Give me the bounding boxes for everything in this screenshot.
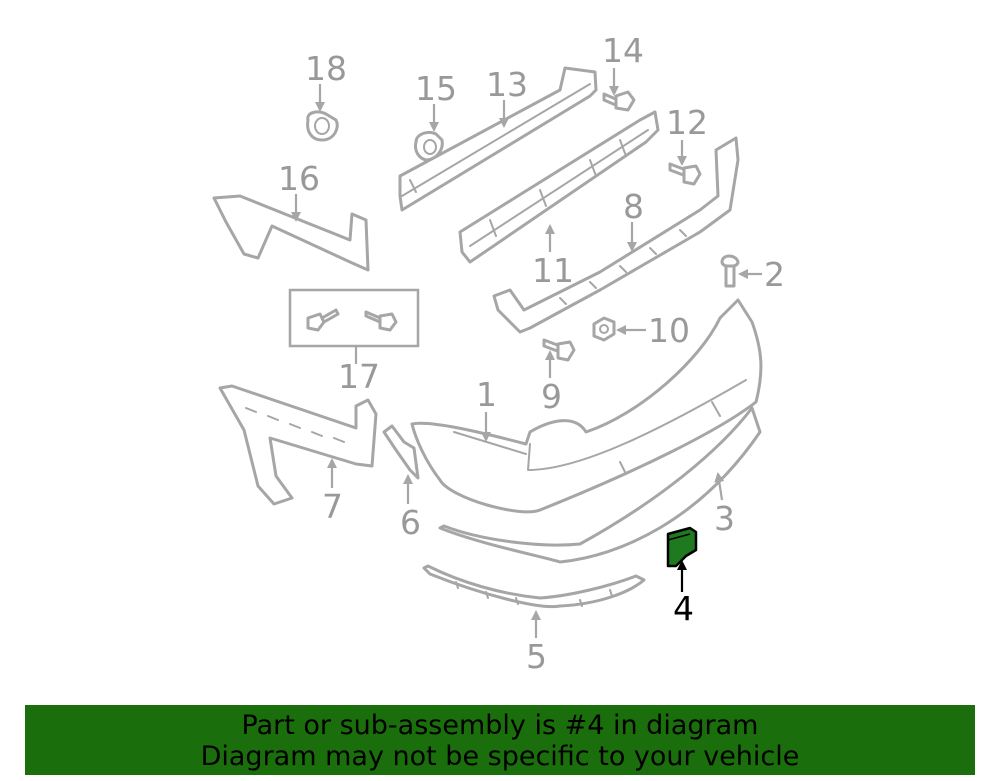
callout-14: 14 xyxy=(602,31,644,70)
part-1-bumper-cover xyxy=(410,298,763,514)
part-4-highlighted[interactable] xyxy=(666,526,698,568)
callout-11: 11 xyxy=(532,251,574,290)
part-9-bolt xyxy=(542,338,576,362)
callout-17: 17 xyxy=(338,357,380,396)
callout-labels: 18 15 13 14 12 16 8 11 2 10 9 17 1 7 6 3… xyxy=(278,31,785,676)
part-3-lower-valance xyxy=(438,406,762,564)
part-13-impact-bar xyxy=(398,66,598,212)
part-2-clip xyxy=(720,254,740,288)
callout-13: 13 xyxy=(486,65,528,104)
part-6-bracket xyxy=(382,424,420,480)
part-11-energy-absorber xyxy=(458,110,660,264)
callout-6: 6 xyxy=(400,503,421,542)
parts-diagram: 18 15 13 14 12 16 8 11 2 10 9 17 1 7 6 3… xyxy=(212,31,785,676)
part-8-bracket xyxy=(492,136,740,334)
callout-1: 1 xyxy=(476,375,497,414)
part-14-bolt xyxy=(602,90,636,112)
callout-18: 18 xyxy=(305,49,347,88)
callout-12: 12 xyxy=(666,103,708,142)
part-16-bracket xyxy=(212,194,370,272)
callout-7: 7 xyxy=(322,487,343,526)
callout-10: 10 xyxy=(648,311,690,350)
part-10-nut xyxy=(592,316,616,342)
banner-line-1: Part or sub-assembly is #4 in diagram xyxy=(241,710,759,741)
leaders xyxy=(291,68,762,638)
callout-3: 3 xyxy=(714,499,735,538)
info-banner: Part or sub-assembly is #4 in diagram Di… xyxy=(25,705,975,775)
part-18-grommet xyxy=(306,110,339,142)
callout-15: 15 xyxy=(415,69,457,108)
callout-16: 16 xyxy=(278,159,320,198)
callout-8: 8 xyxy=(623,187,644,226)
callout-9: 9 xyxy=(541,377,562,416)
callout-5: 5 xyxy=(526,637,547,676)
callout-2: 2 xyxy=(764,255,785,294)
banner-line-2: Diagram may not be specific to your vehi… xyxy=(200,741,800,772)
part-12-bolt xyxy=(668,162,702,186)
part-17-bolt-kit xyxy=(288,288,420,348)
callout-4: 4 xyxy=(673,589,694,628)
part-7-bracket xyxy=(218,384,378,506)
part-15-grommet xyxy=(414,130,444,162)
part-5-trim-strip xyxy=(422,564,646,609)
